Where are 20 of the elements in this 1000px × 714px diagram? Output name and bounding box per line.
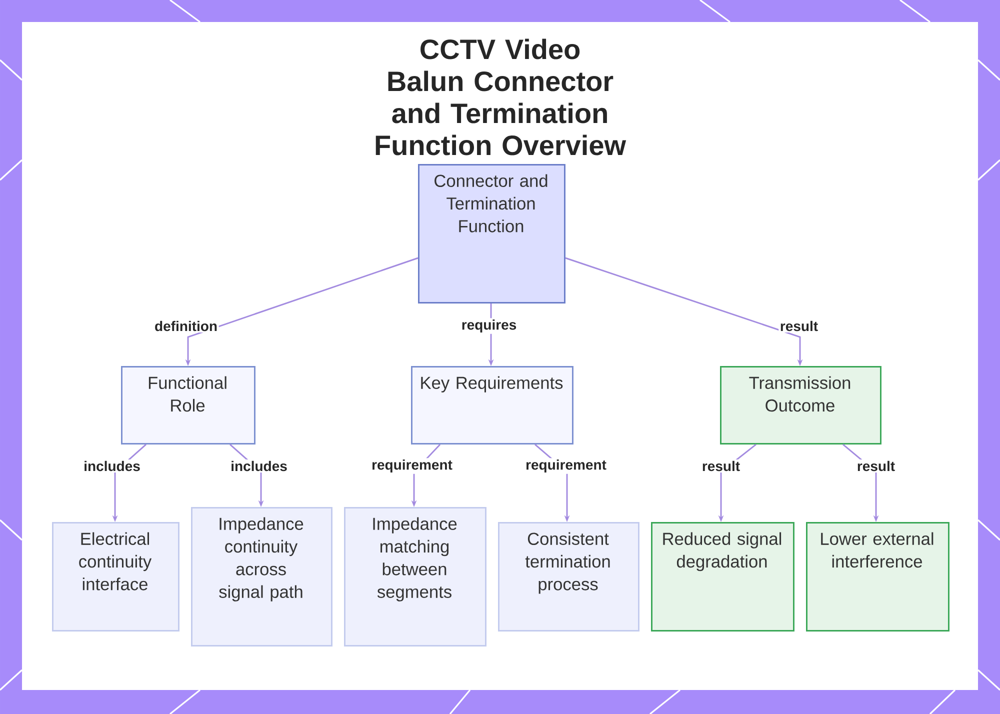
edge-label: requirement (524, 458, 608, 474)
edge-label: includes (229, 460, 289, 472)
category-box: Key Requirements (411, 366, 574, 444)
detail-box: Lower external interference (806, 522, 950, 632)
category-box: Functional Role (121, 366, 256, 444)
detail-box: Electrical continuity interface (52, 522, 180, 632)
title: CCTV Video Balun Connector and Termination Function Overview (376, 38, 626, 156)
detail-box: Impedance continuity across signal path (191, 507, 332, 646)
detail-box: Impedance matching between segments (344, 507, 486, 646)
category-box: Transmission Outcome (720, 366, 882, 444)
concept-box: Connector and Termination Function (418, 164, 566, 304)
edge-label: includes (82, 460, 142, 472)
edge-label: requires (460, 318, 518, 334)
detail-box: Consistent termination process (498, 522, 640, 632)
detail-box: Reduced signal degradation (651, 522, 794, 632)
edge-label: result (700, 460, 742, 472)
edge-label: result (778, 320, 820, 332)
edge-label: definition (153, 320, 219, 332)
edge-label: result (856, 460, 896, 472)
edge-label: requirement (370, 458, 454, 474)
